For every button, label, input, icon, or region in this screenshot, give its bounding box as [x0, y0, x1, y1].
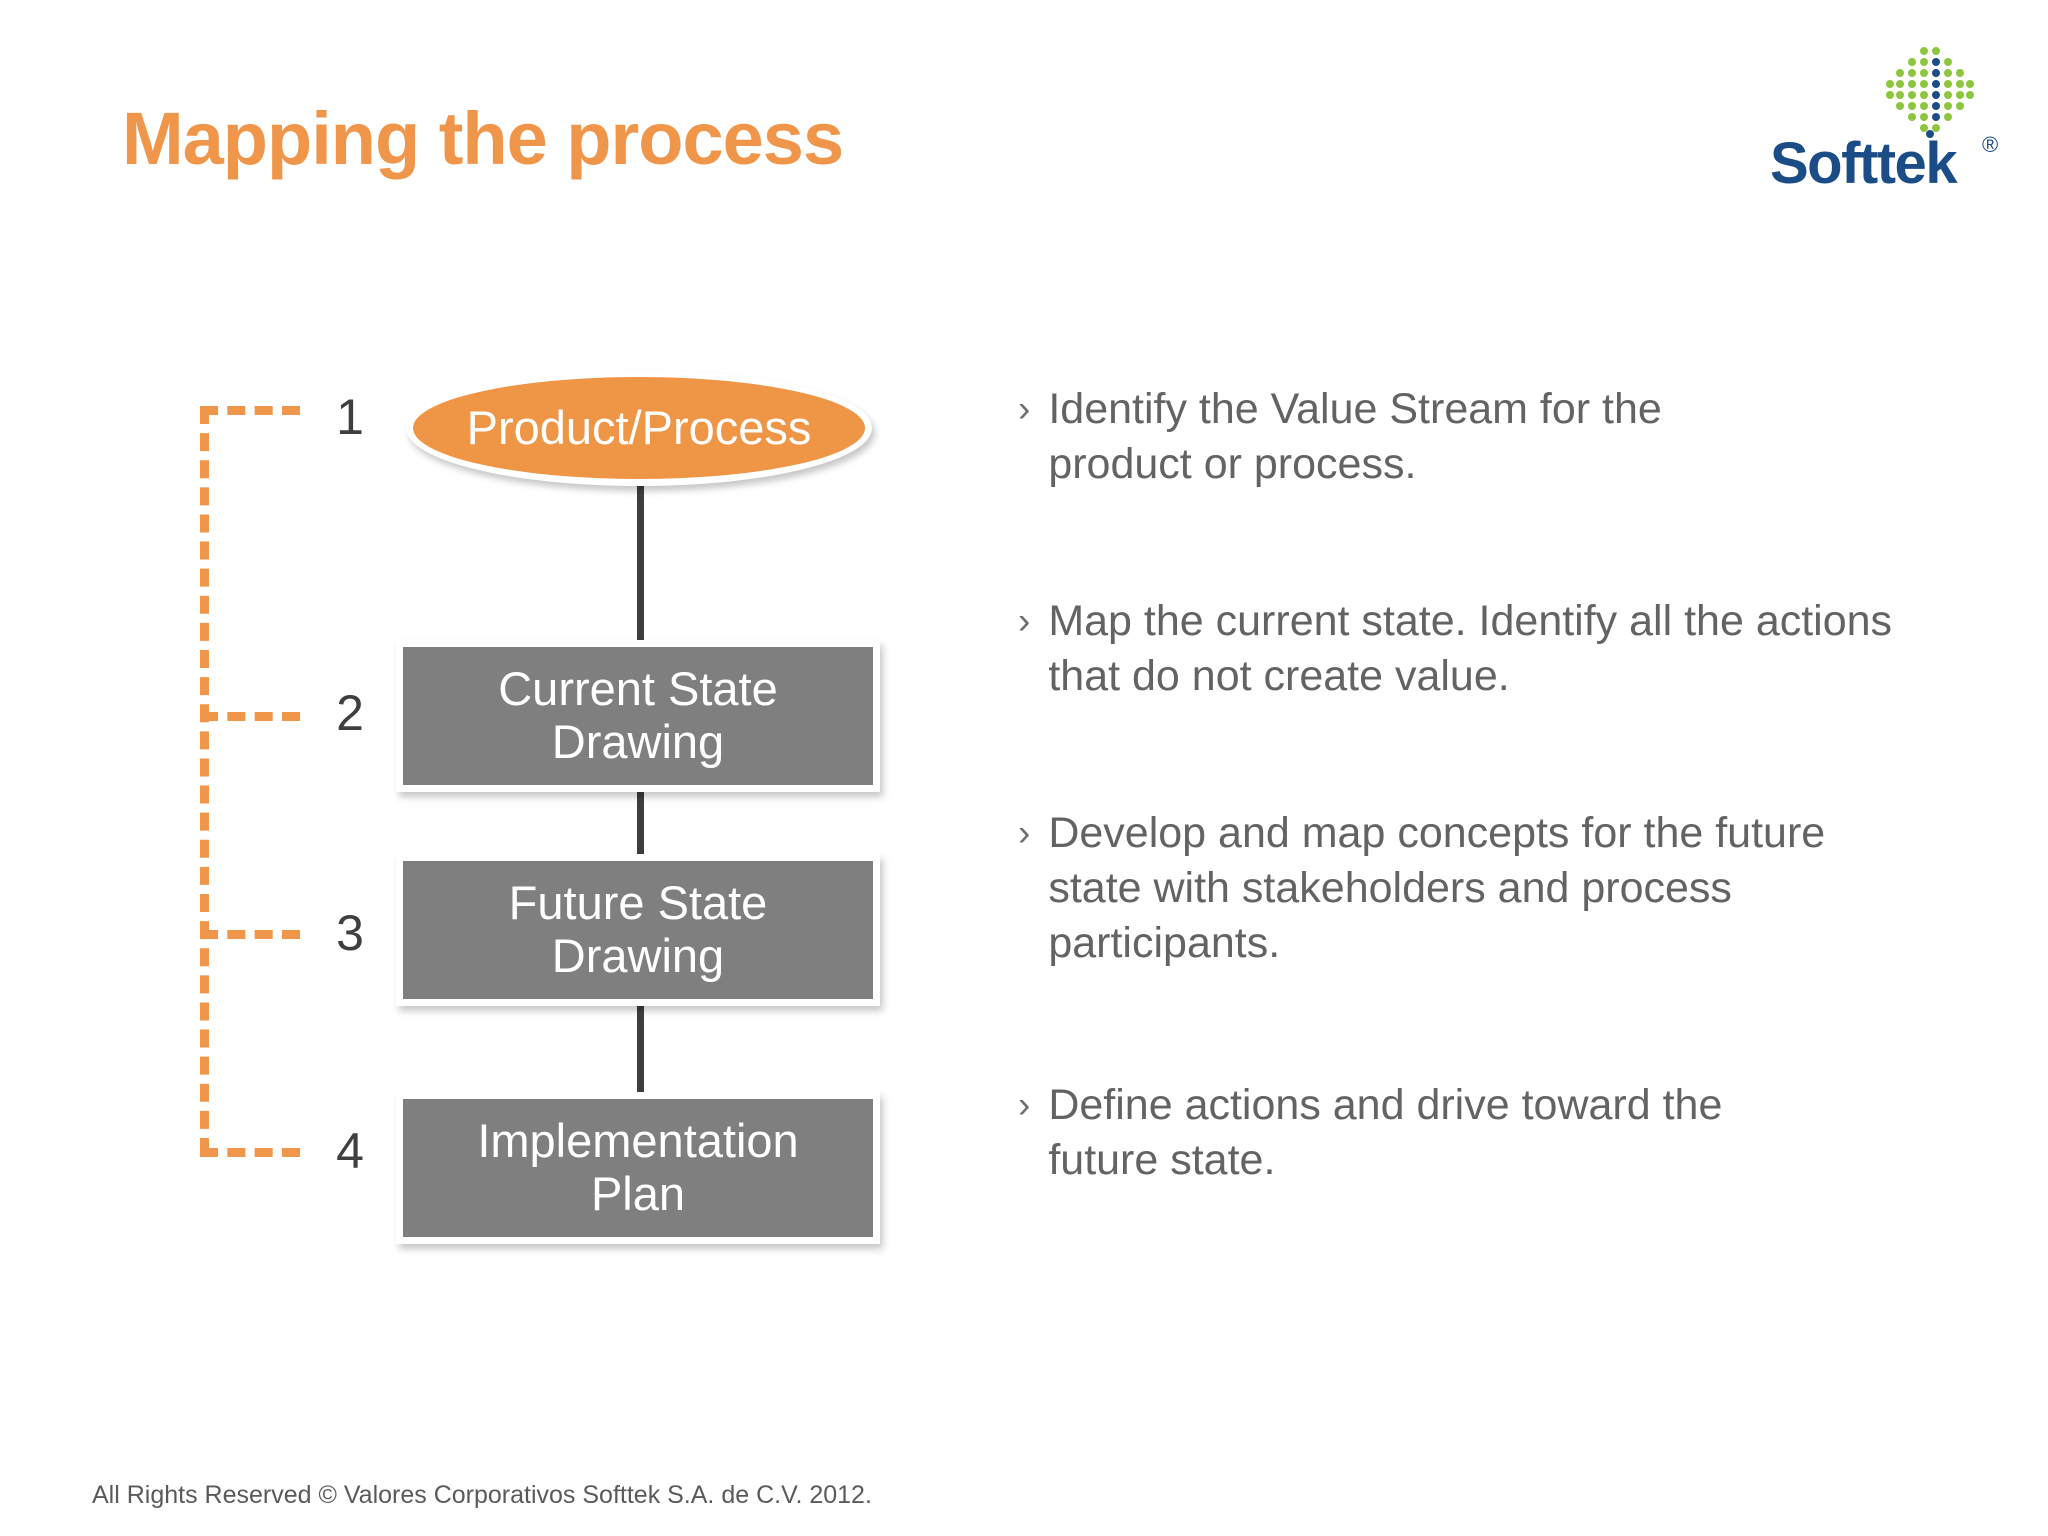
- softtek-logo: Softtek ®: [1770, 44, 2020, 196]
- bullet-text: Develop and map concepts for the future …: [1048, 809, 1826, 968]
- step-number-4: 4: [336, 1123, 364, 1179]
- process-flow-diagram: Product/Process Current State Drawing Fu…: [396, 370, 896, 1250]
- chevron-right-icon: ›: [1018, 600, 1031, 641]
- list-item: › Define actions and drive toward the fu…: [1018, 1078, 1808, 1188]
- chevron-right-icon: ›: [1018, 1084, 1031, 1125]
- bullet-text: Map the current state. Identify all the …: [1048, 597, 1893, 701]
- flow-node-future-state-drawing[interactable]: Future State Drawing: [396, 854, 880, 1006]
- flow-node-label: Future State Drawing: [508, 876, 768, 982]
- step-number-3: 3: [336, 905, 364, 961]
- step-number-2: 2: [336, 685, 364, 741]
- bracket-branch-2: [200, 712, 300, 721]
- list-item: › Map the current state. Identify all th…: [1018, 594, 1898, 704]
- page-title: Mapping the process: [122, 97, 844, 180]
- flow-node-label: Implementation Plan: [477, 1114, 799, 1220]
- flow-node-implementation-plan[interactable]: Implementation Plan: [396, 1092, 880, 1244]
- flow-node-label: Current State Drawing: [498, 662, 778, 768]
- bullet-text: Identify the Value Stream for the produc…: [1048, 385, 1662, 489]
- bracket-branch-4: [200, 1148, 300, 1157]
- bracket-branch-3: [200, 930, 300, 939]
- registered-mark: ®: [1982, 132, 1999, 157]
- flow-node-label: Product/Process: [466, 401, 812, 455]
- flow-node-product-process[interactable]: Product/Process: [406, 370, 872, 486]
- list-item: › Develop and map concepts for the futur…: [1018, 806, 1858, 971]
- bracket-branch-1: [200, 406, 300, 415]
- list-item: › Identify the Value Stream for the prod…: [1018, 382, 1718, 492]
- flow-node-current-state-drawing[interactable]: Current State Drawing: [396, 640, 880, 792]
- step-number-1: 1: [336, 389, 364, 445]
- softtek-dot-sphere-icon: [1882, 44, 1978, 140]
- chevron-right-icon: ›: [1018, 388, 1031, 429]
- connector-3-4: [637, 1000, 644, 1100]
- bracket-vertical-line: [200, 406, 209, 1156]
- bullet-text: Define actions and drive toward the futu…: [1048, 1081, 1723, 1185]
- connector-2-3: [637, 790, 644, 860]
- connector-1-2: [637, 478, 644, 648]
- chevron-right-icon: ›: [1018, 812, 1031, 853]
- brand-wordmark: Softtek: [1770, 131, 1958, 196]
- copyright-footer: All Rights Reserved © Valores Corporativ…: [92, 1481, 872, 1509]
